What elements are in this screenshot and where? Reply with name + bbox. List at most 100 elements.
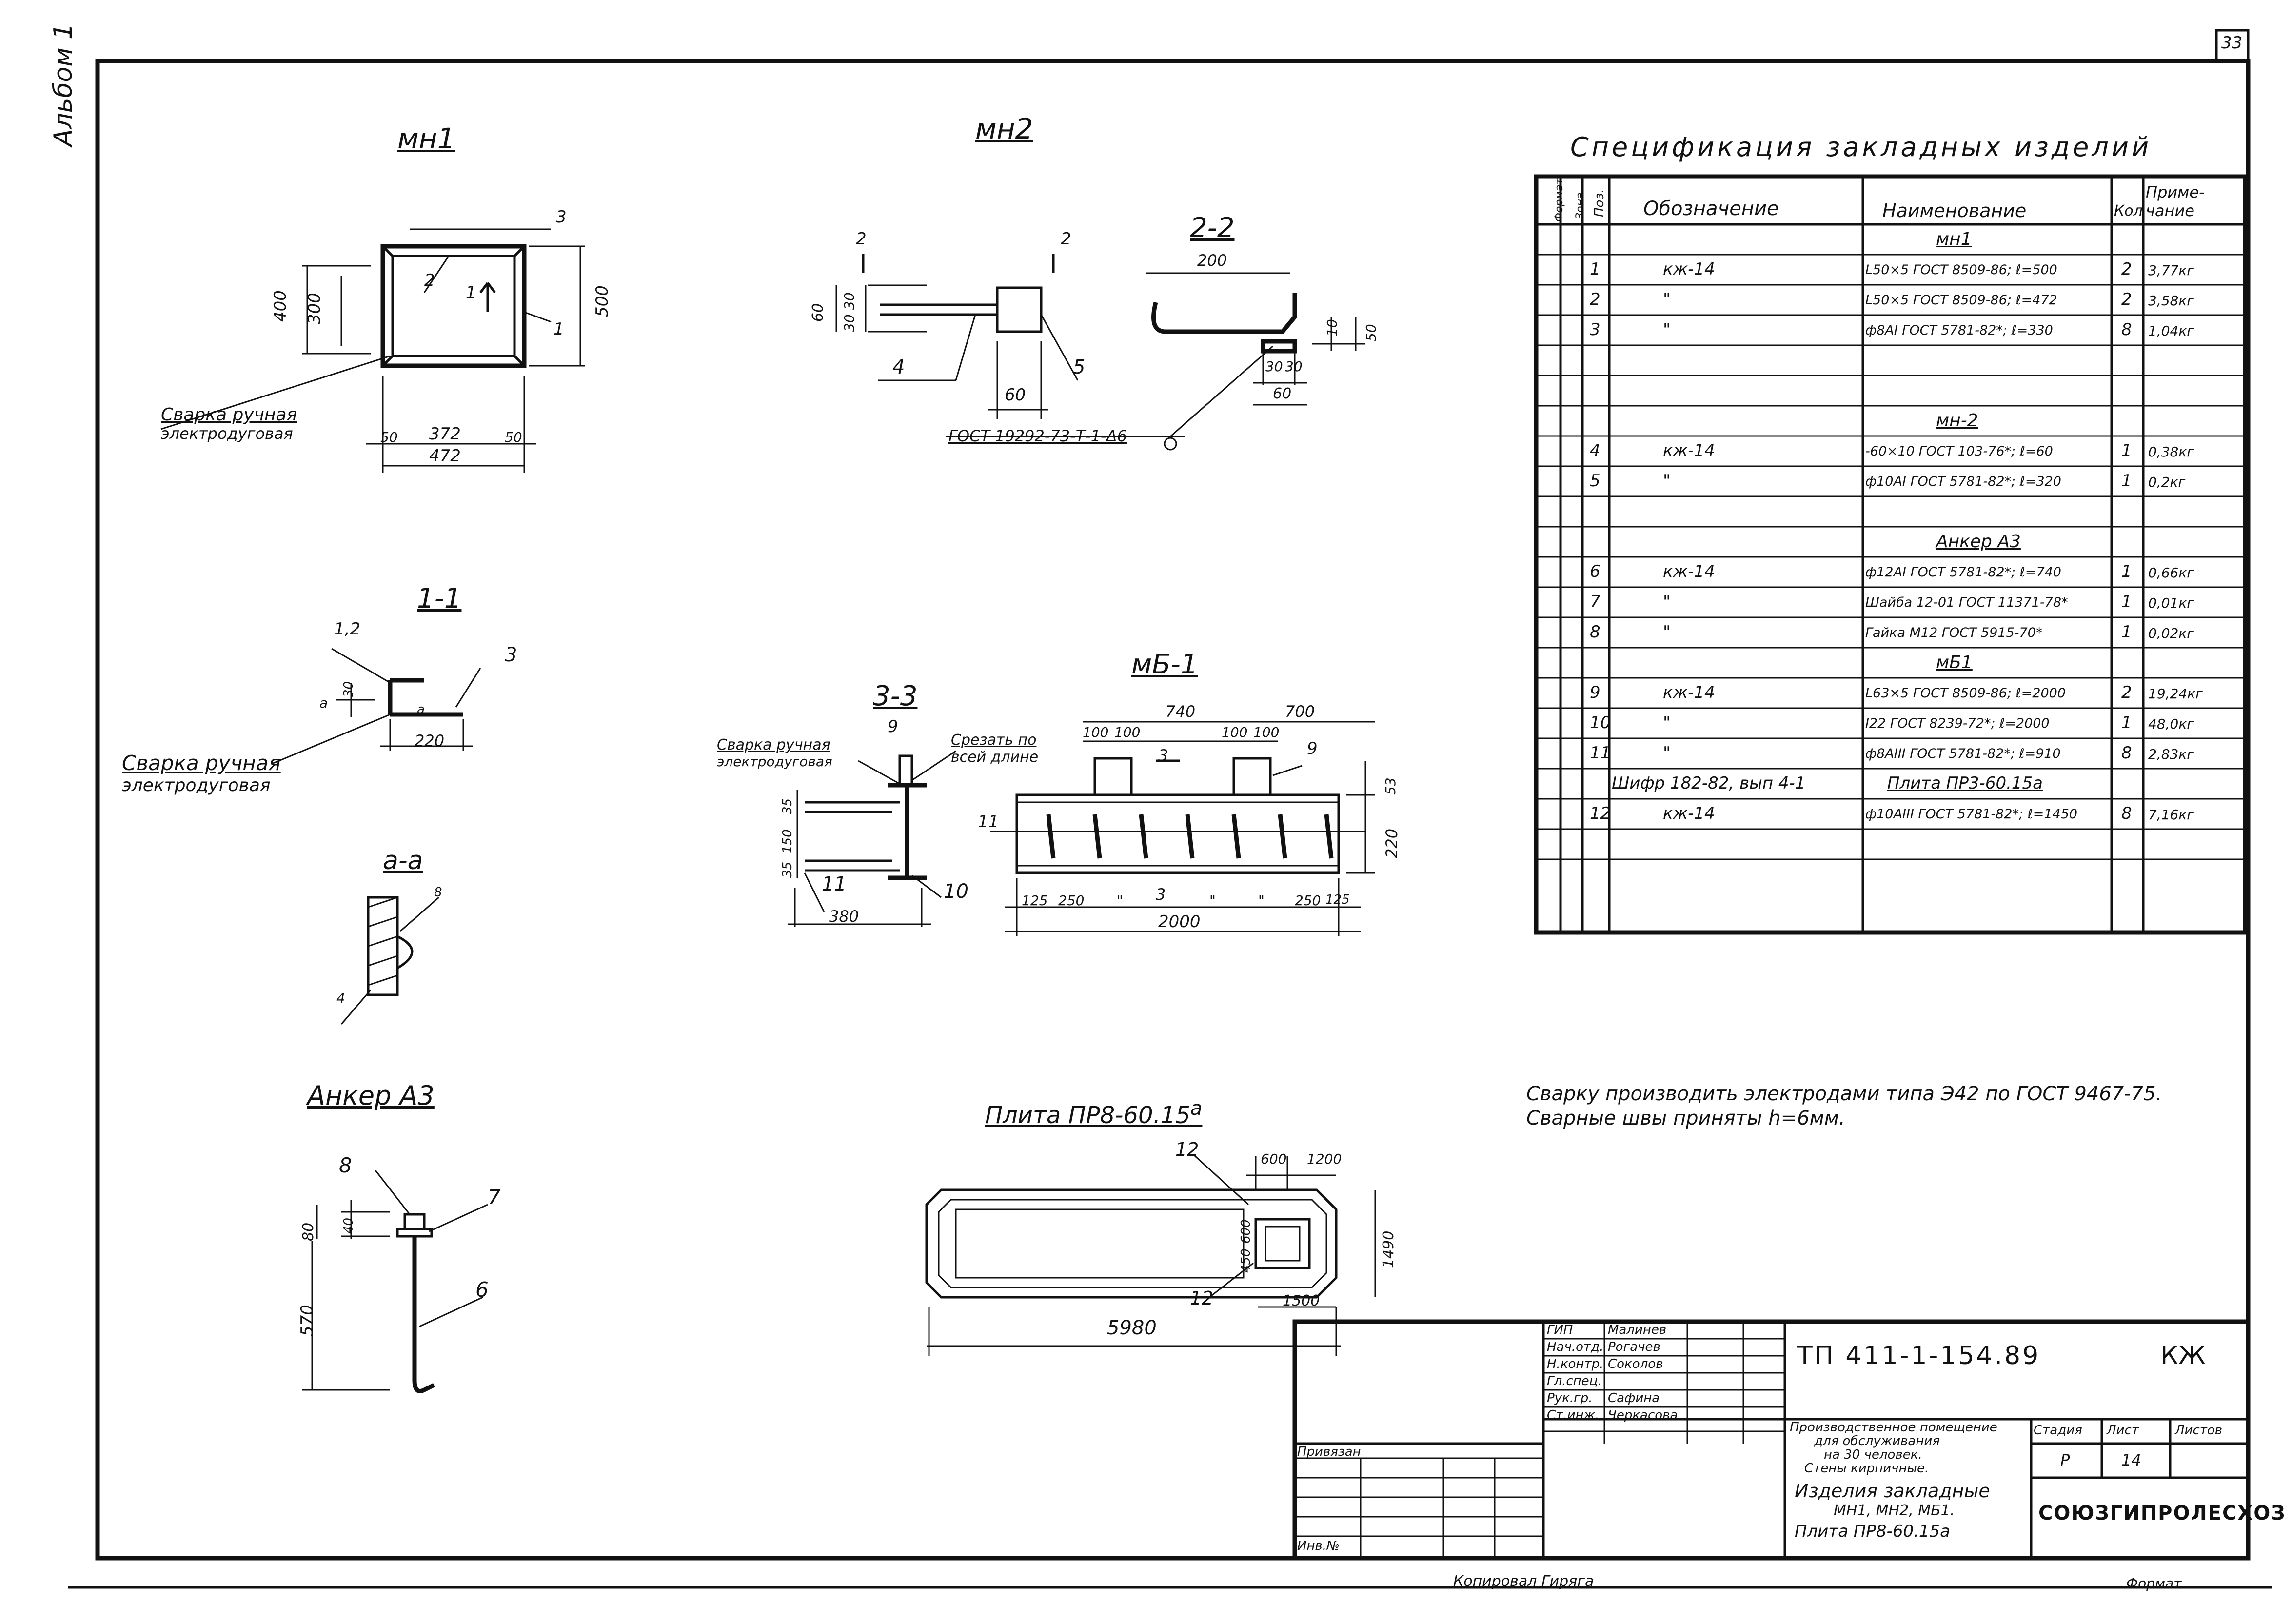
spec-cell: 48,0кг	[2148, 716, 2194, 732]
sec22-title: 2-2	[1190, 212, 1235, 244]
mn2-gost: ГОСТ 19292-73-Т-1-Δ6	[948, 427, 1127, 445]
spec-cell: 1	[2121, 622, 2132, 642]
spec-cell: "	[1663, 743, 1671, 763]
spec-cell: ф8АIII ГОСТ 5781-82*; ℓ=910	[1865, 746, 2061, 761]
mn2-dim: 60	[1005, 385, 1026, 405]
mb1-dim: 53	[1383, 777, 1399, 795]
spec-cell: кж-14	[1663, 804, 1715, 823]
mb1-dim: 100	[1083, 724, 1109, 740]
sheet-number: 33	[2221, 33, 2243, 53]
mn2-pos: 4	[892, 356, 905, 378]
mb1-dim: 220	[1383, 828, 1401, 858]
mn1-pos: 1	[553, 319, 564, 339]
mn1-view	[160, 228, 585, 473]
tb-stage-label: Стадия	[2034, 1423, 2082, 1438]
mb1-dim: 3	[1158, 746, 1168, 765]
spec-cell: 1	[1590, 259, 1600, 279]
sec33-cut-note: Срезать по	[951, 732, 1037, 749]
mn1-pos: 2	[424, 271, 435, 290]
tb-object: Стены кирпичные.	[1804, 1461, 1929, 1476]
mn1-pos: 1	[466, 283, 476, 302]
spec-title: Спецификация закладных изделий	[1570, 132, 2152, 162]
spec-cell: 8	[2121, 320, 2132, 339]
mb1-dim: 2000	[1158, 912, 1201, 931]
spec-cell: мн-2	[1936, 411, 1978, 431]
footer-copied: Копировал Гиряга	[1453, 1573, 1594, 1590]
spec-row	[1536, 829, 2245, 859]
mb1-dim: 100	[1114, 724, 1141, 740]
secaa-dim: 8	[434, 885, 442, 900]
tb-role: Гл.спец.	[1547, 1374, 1602, 1388]
mb1-dim: 100	[1222, 724, 1248, 740]
tb-role: ГИП	[1547, 1323, 1573, 1337]
mb1-dim: 125	[1325, 892, 1350, 907]
mb1-dim: 125	[1022, 892, 1048, 909]
spec-cell: L50×5 ГОСТ 8509-86; ℓ=472	[1865, 293, 2057, 308]
mb1-view	[990, 721, 1375, 936]
sec33-weld-note: Сварка ручная	[717, 736, 830, 753]
anchor-dim: 570	[297, 1305, 317, 1336]
tb-mark: КЖ	[2160, 1341, 2206, 1370]
spec-header-zone: Зона	[1574, 192, 1586, 219]
spec-cell: Шайба 12-01 ГОСТ 11371-78*	[1865, 595, 2068, 610]
tb-drawing-name: МН1, МН2, МБ1.	[1834, 1502, 1955, 1519]
mn1-dim: 300	[305, 293, 324, 324]
mn2-section-mark: 2	[856, 229, 867, 249]
sec22-dim: 200	[1197, 251, 1227, 270]
spec-header-name: Наименование	[1882, 200, 2027, 221]
tb-sheet-label: Лист	[2107, 1423, 2139, 1438]
spec-cell: 0,2кг	[2148, 474, 2186, 490]
spec-cell: 10	[1590, 713, 1611, 733]
tb-object: Производственное помещение	[1790, 1420, 1997, 1435]
plate-title-text: Плита ПР8-60.15	[985, 1102, 1190, 1129]
sec33-dim: 380	[829, 907, 859, 926]
sec33-pos: 9	[888, 717, 898, 736]
mb1-pos: 9	[1307, 739, 1318, 758]
mb1-dim: 3	[1156, 885, 1166, 904]
spec-cell: "	[1663, 320, 1671, 339]
spec-cell: 0,01кг	[2148, 595, 2194, 611]
plate-title-sup: а	[1190, 1097, 1203, 1120]
mb1-dim: 250	[1058, 892, 1085, 909]
footer-format: Формат	[2126, 1575, 2182, 1591]
spec-cell: мБ1	[1936, 653, 1973, 673]
anchor-dim: 40	[341, 1217, 356, 1234]
spec-cell: 1	[2121, 713, 2132, 733]
spec-cell: 1	[2121, 471, 2132, 491]
plate-dim: 1200	[1307, 1151, 1342, 1167]
mn1-title: мн1	[397, 122, 455, 155]
plate-dim: 600	[1261, 1151, 1287, 1167]
sec11-weld-note: электродуговая	[122, 775, 271, 795]
tb-name: Черкасова	[1608, 1408, 1678, 1423]
spec-cell: 8	[1590, 622, 1600, 642]
mn2-title: мн2	[975, 112, 1033, 145]
spec-cell: 2	[2121, 259, 2132, 279]
tb-name: Сафина	[1608, 1391, 1660, 1406]
spec-header-pos: Поз.	[1592, 189, 1607, 217]
mn1-weld-note: Сварка ручная	[161, 405, 297, 425]
sec33-cut-note: всей длине	[951, 749, 1039, 766]
sec11-view	[273, 648, 481, 764]
sec33-view	[788, 750, 956, 927]
tb-role: Н.контр.	[1547, 1357, 1604, 1371]
anchor-view	[302, 1170, 488, 1393]
mn2-view	[835, 254, 1185, 437]
sec33-dim: 35	[780, 798, 795, 814]
mn1-dim: 50	[380, 429, 398, 445]
spec-row: Анкер А3	[1536, 527, 2245, 557]
tb-doc-code: ТП 411-1-154.89	[1797, 1341, 2041, 1370]
spec-table-rows	[1536, 254, 2245, 860]
tb-org: СОЮЗГИПРОЛЕСХОЗ	[2038, 1502, 2286, 1525]
mn2-pos: 5	[1073, 356, 1086, 378]
anchor-pos: 6	[475, 1278, 489, 1302]
sec11-dim: а	[319, 695, 328, 711]
sheet-number-box	[2215, 29, 2250, 62]
spec-cell: ф10АIII ГОСТ 5781-82*; ℓ=1450	[1865, 807, 2078, 822]
sec22-dim: 10	[1324, 319, 1340, 337]
